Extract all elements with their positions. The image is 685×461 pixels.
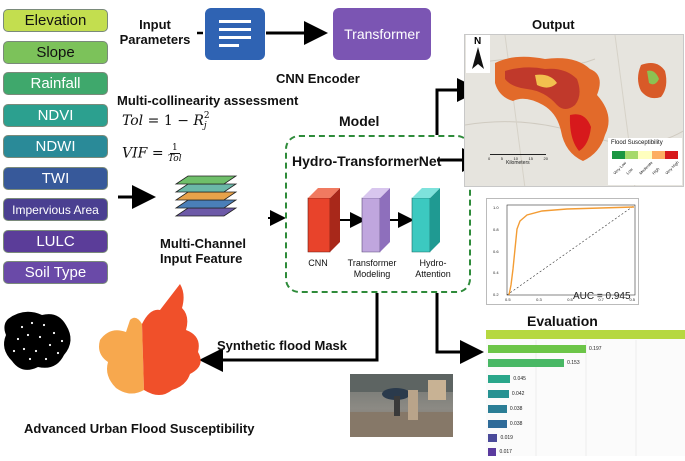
legend-swatch bbox=[612, 151, 626, 159]
transformer-block-label: Transformer Modeling bbox=[347, 258, 397, 279]
evaluation-bar bbox=[488, 434, 498, 442]
susceptibility-map-shape bbox=[99, 284, 201, 395]
cnn-encoder-label: CNN Encoder bbox=[276, 71, 360, 86]
evaluation-bar bbox=[488, 345, 586, 353]
legend-item: Very Low bbox=[612, 160, 628, 176]
evaluation-bar bbox=[488, 405, 507, 413]
legend-item: Very High bbox=[664, 159, 680, 176]
roc-curve-svg bbox=[506, 204, 636, 296]
factor-rainfall: Rainfall bbox=[3, 72, 108, 95]
scale-label: Kilometers bbox=[506, 160, 530, 166]
transformer-block bbox=[361, 197, 381, 253]
model-title: Model bbox=[339, 113, 380, 129]
transformer-box: Transformer bbox=[333, 8, 431, 60]
legend-swatch bbox=[664, 151, 679, 159]
factor-lulc: LULC bbox=[3, 229, 108, 253]
document-icon bbox=[205, 8, 265, 60]
factor-slope: Slope bbox=[3, 40, 108, 64]
factor-soil-type: Soil Type bbox=[3, 261, 108, 284]
evaluation-bar bbox=[488, 375, 511, 383]
legend-item: Low bbox=[625, 166, 634, 176]
legend-item: High bbox=[651, 166, 661, 176]
evaluation-bar-label: 0.038 bbox=[509, 406, 523, 412]
evaluation-bar-label: 0.019 bbox=[500, 435, 513, 441]
synthetic-mask-shape bbox=[4, 311, 71, 370]
factor-ndvi: NDVI bbox=[3, 103, 108, 127]
evaluation-bar-label: 0.197 bbox=[589, 346, 602, 352]
layers-icon bbox=[174, 175, 238, 217]
evaluation-bar-label: 0.153 bbox=[567, 360, 580, 366]
multicollinearity-label: Multi-collinearity assessment bbox=[117, 93, 299, 108]
legend-swatch bbox=[638, 151, 652, 159]
attention-block bbox=[411, 197, 431, 253]
evaluation-bar-label: 0.038 bbox=[509, 421, 523, 427]
legend-swatches bbox=[612, 151, 679, 159]
model-name: Hydro-TransformerNet bbox=[292, 153, 442, 169]
input-parameters-label: Input Parameters bbox=[119, 17, 191, 47]
factor-impervious-area: Impervious Area bbox=[3, 198, 108, 221]
multichannel-label: Multi-Channel Input Feature bbox=[160, 236, 246, 266]
north-arrow: N bbox=[466, 35, 490, 73]
evaluation-bar bbox=[488, 420, 507, 428]
cnn-block bbox=[307, 197, 331, 253]
evaluation-bar-label: 0.042 bbox=[511, 391, 525, 397]
arrow-model-to-evaluation bbox=[435, 293, 484, 364]
model-blocks bbox=[307, 188, 440, 253]
north-label: N bbox=[474, 36, 482, 47]
evaluation-bar bbox=[488, 448, 497, 456]
legend-title: Flood Susceptibility bbox=[611, 140, 663, 146]
advanced-label: Advanced Urban Flood Susceptibility bbox=[24, 421, 255, 436]
cnn-block-label: CNN bbox=[308, 258, 328, 268]
north-arrow-icon bbox=[472, 47, 484, 69]
output-title: Output bbox=[532, 17, 575, 32]
legend-swatch bbox=[651, 151, 665, 159]
flood-photo bbox=[350, 374, 453, 437]
evaluation-bar bbox=[488, 390, 509, 398]
factor-twi: TWI bbox=[3, 166, 108, 190]
attention-block-label: Hydro- Attention bbox=[415, 258, 451, 279]
synthetic-mask-label: Synthetic flood Mask bbox=[217, 338, 348, 353]
scale-bar bbox=[490, 154, 546, 155]
arrow-model-to-output bbox=[435, 78, 481, 135]
arrow-model-to-mask bbox=[199, 293, 379, 372]
legend-item: Moderate bbox=[638, 160, 654, 176]
model-box bbox=[285, 135, 471, 293]
evaluation-bar-label: 0.045 bbox=[513, 376, 526, 382]
legend-swatch bbox=[625, 151, 639, 159]
evaluation-bar bbox=[488, 359, 565, 367]
evaluation-top-bar bbox=[486, 330, 685, 339]
evaluation-bar-label: 0.017 bbox=[499, 449, 512, 455]
auc-label: AUC = 0.945 bbox=[573, 291, 631, 302]
evaluation-title: Evaluation bbox=[527, 313, 598, 329]
factor-elevation: Elevation bbox=[3, 9, 108, 32]
factor-ndwi: NDWI bbox=[3, 135, 108, 158]
